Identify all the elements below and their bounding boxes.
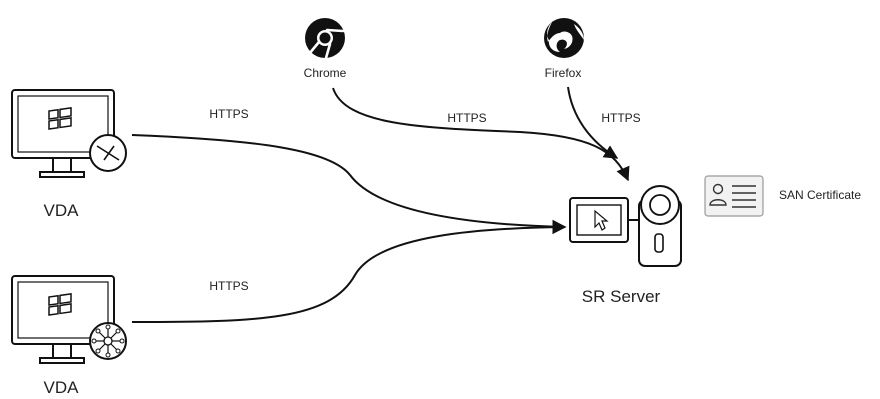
- edge-label-vda-bottom: HTTPS: [209, 279, 248, 293]
- chrome-node: Chrome: [304, 18, 347, 80]
- certificate-node: SAN Certificate: [704, 175, 861, 217]
- chrome-logo-icon: [305, 18, 345, 60]
- session-recording-camera-icon: [569, 185, 682, 267]
- edge-label-firefox: HTTPS: [601, 111, 640, 125]
- vda-bottom-label: VDA: [44, 378, 80, 397]
- crossed-arrows-icon: [89, 134, 127, 172]
- monitor-icon: [11, 89, 115, 178]
- windows-logo-icon: [48, 293, 72, 316]
- windows-logo-icon: [48, 107, 72, 130]
- network-hub-icon: [89, 322, 127, 360]
- chrome-label: Chrome: [304, 66, 347, 80]
- id-card-icon: [704, 175, 764, 217]
- sr-server-label: SR Server: [582, 287, 661, 306]
- edge-label-vda-top: HTTPS: [209, 107, 248, 121]
- vda-top-node: VDA: [11, 89, 127, 220]
- edge-label-chrome: HTTPS: [447, 111, 486, 125]
- edge-chrome-to-sr-server: [332, 87, 630, 182]
- monitor-icon: [11, 275, 115, 364]
- firefox-node: Firefox: [544, 18, 584, 80]
- vda-top-label: VDA: [44, 201, 80, 220]
- edge-firefox-to-sr-server: [567, 86, 619, 159]
- firefox-label: Firefox: [545, 66, 582, 80]
- sr-server-node: SR Server: [569, 185, 682, 306]
- edge-vda-top-to-sr-server: [131, 134, 567, 234]
- vda-bottom-node: VDA: [11, 275, 127, 397]
- edge-vda-bottom-to-sr-server: [131, 220, 567, 323]
- certificate-label: SAN Certificate: [779, 188, 861, 202]
- firefox-logo-icon: [544, 18, 584, 58]
